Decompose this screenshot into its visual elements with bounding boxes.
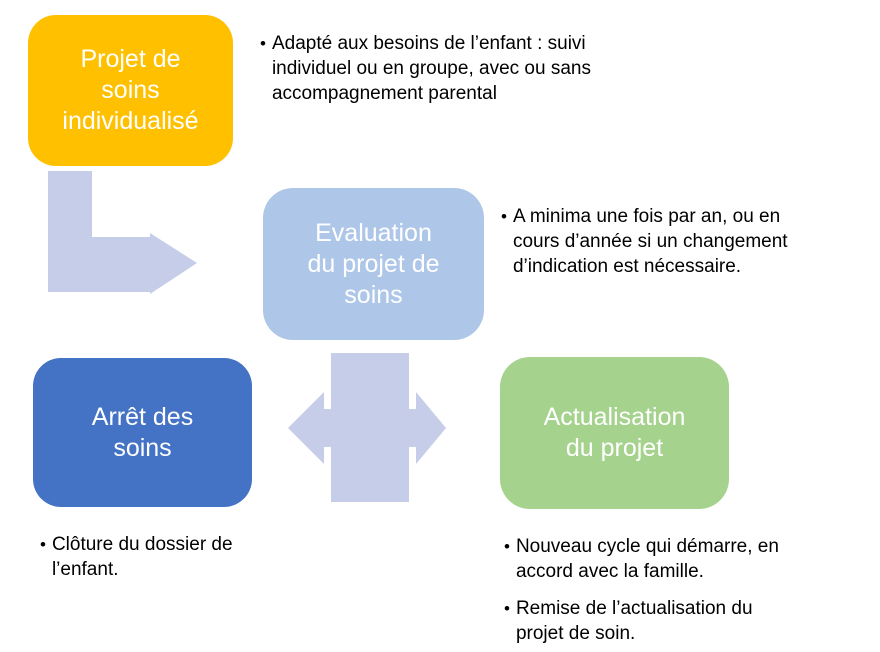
bullet-item: • Nouveau cycle qui démarre, en accord a… [504,534,869,584]
node-evaluation-du-projet-de-soins: Evaluation du projet de soins [263,188,484,340]
bullet-icon: • [504,537,510,556]
bullet-item: • A minima une fois par an, ou en cours … [501,204,861,279]
node-label: Evaluation du projet de soins [307,218,440,309]
bullet-text: Nouveau cycle qui démarre, en accord ave… [515,536,779,582]
vertical-stem [331,353,409,502]
bullet-icon: • [40,535,46,554]
bullet-text: A minima une fois par an, ou en cours d’… [512,206,788,277]
bullet-item: • Clôture du dossier de l’enfant. [40,532,290,582]
node-label: Projet de soins individualisé [62,45,199,135]
right-arrowhead-icon [409,392,446,464]
bullet-text: Remise de l’actualisation du projet de s… [515,598,753,644]
bullet-item: • Remise de l’actualisation du projet de… [504,596,869,646]
node-arret-des-soins: Arrêt des soins [33,358,252,507]
bent-arrow-icon [48,171,197,294]
note-projet-de-soins: • Adapté aux besoins de l’enfant : suivi… [260,31,655,106]
left-arrowhead-icon [288,392,331,464]
bullet-item: • Adapté aux besoins de l’enfant : suivi… [260,31,655,106]
note-evaluation: • A minima une fois par an, ou en cours … [501,204,861,279]
node-label: Actualisation du projet [543,403,686,462]
bullet-icon: • [260,34,266,53]
node-label: Arrêt des soins [91,402,194,462]
node-projet-de-soins-individualise: Projet de soins individualisé [28,15,233,166]
bullet-icon: • [504,599,510,618]
note-actualisation: • Nouveau cycle qui démarre, en accord a… [504,534,869,646]
bullet-text: Clôture du dossier de l’enfant. [51,534,233,580]
note-arret-des-soins: • Clôture du dossier de l’enfant. [40,532,290,582]
bullet-text: Adapté aux besoins de l’enfant : suivi i… [271,33,591,104]
node-actualisation-du-projet: Actualisation du projet [500,357,729,509]
bullet-icon: • [501,207,507,226]
